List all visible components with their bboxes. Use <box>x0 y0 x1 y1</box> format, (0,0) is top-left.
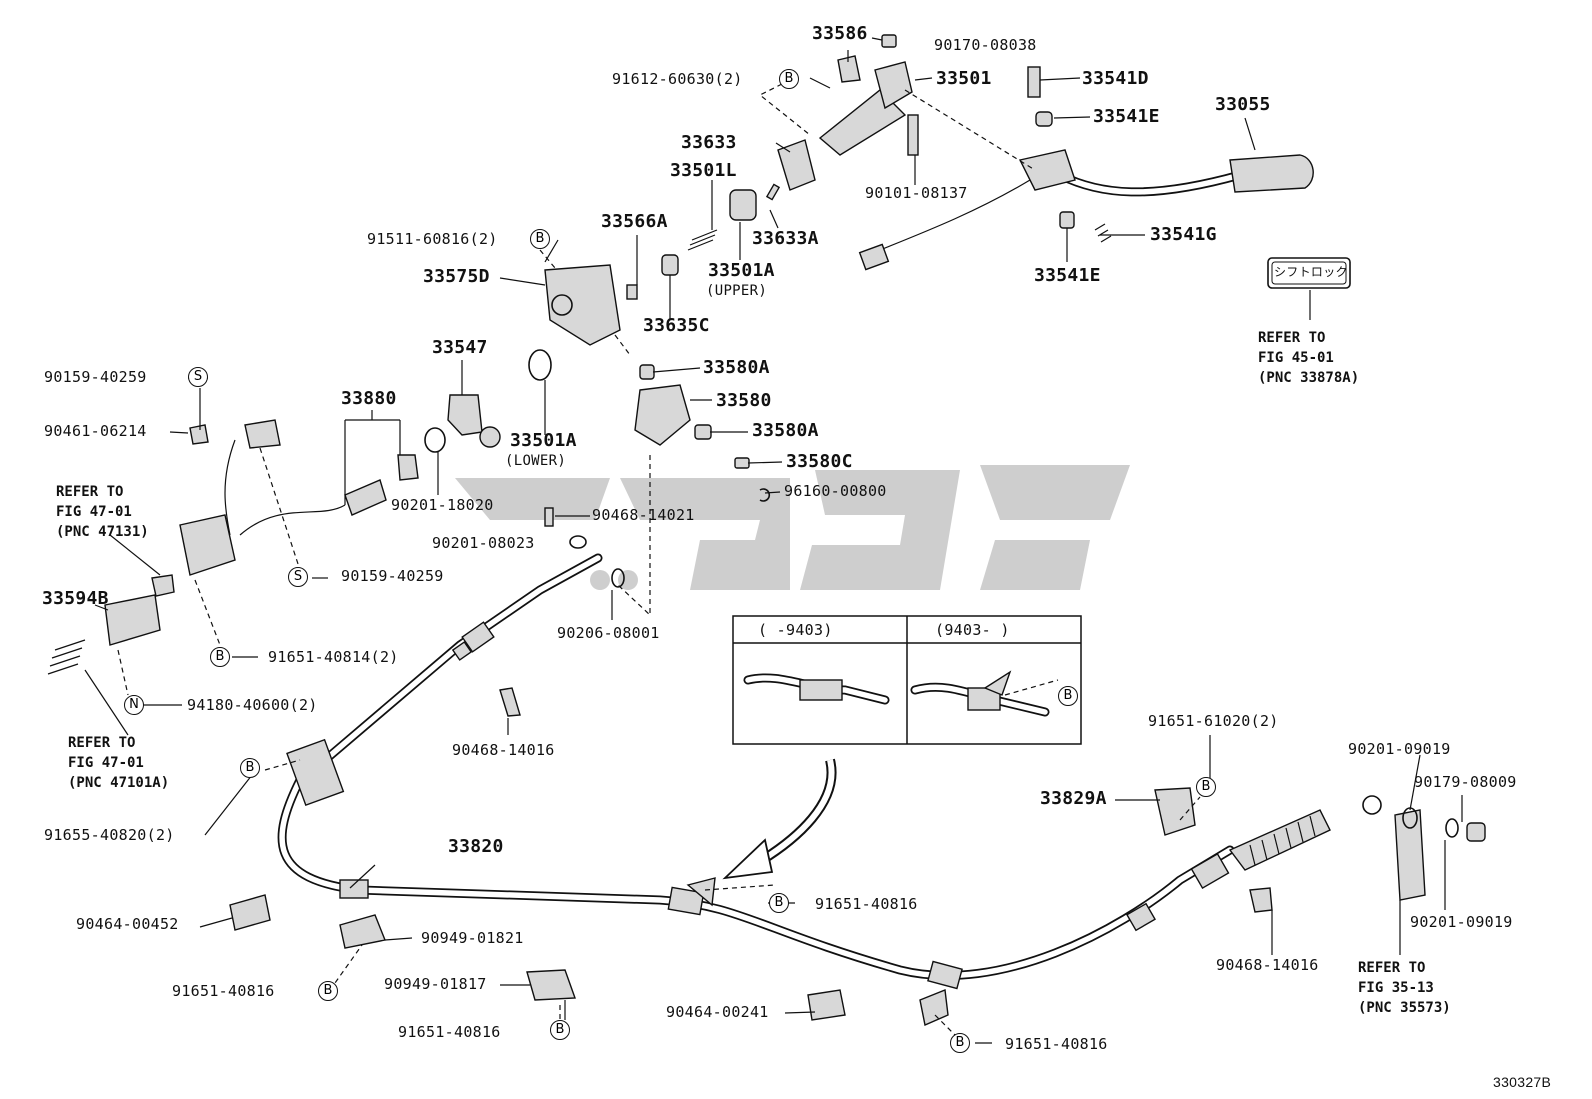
label-33541e-top: 33541E <box>1093 106 1160 127</box>
label-90461-06214: 90461-06214 <box>44 422 147 440</box>
label-33541e-bottom: 33541E <box>1034 265 1101 286</box>
label-91612-60630: 91612-60630(2) <box>612 70 743 88</box>
label-90201-18020: 90201-18020 <box>391 496 494 514</box>
label-90159-40259-bottom: 90159-40259 <box>341 567 444 585</box>
label-91655-40820: 91655-40820(2) <box>44 826 175 844</box>
leader-lines <box>84 37 1463 1044</box>
callout-n-marker: N <box>124 695 144 715</box>
label-91651-40816-left: 91651-40816 <box>172 982 275 1000</box>
harness-33880 <box>47 419 419 675</box>
label-90201-08023: 90201-08023 <box>432 534 535 552</box>
label-33580c: 33580C <box>786 451 853 472</box>
label-upper: (UPPER) <box>706 283 768 299</box>
note-refer-fig-47-01-pnc-47101a: REFER TO FIG 47-01 (PNC 47101A) <box>68 735 170 791</box>
label-33055: 33055 <box>1215 94 1271 115</box>
label-33829a: 33829A <box>1040 788 1107 809</box>
shift-lever-assembly <box>424 34 1314 469</box>
inset-box <box>722 615 1082 880</box>
callout-s-marker: S <box>288 567 308 587</box>
label-91511-60816: 91511-60816(2) <box>367 230 498 248</box>
label-33580a-top: 33580A <box>703 357 770 378</box>
label-33501a-upper: 33501A <box>708 260 775 281</box>
label-33820: 33820 <box>448 836 504 857</box>
inset-header-right: (9403- ) <box>935 621 1010 639</box>
cable-clips <box>229 488 1486 1026</box>
note-refer-fig-35-13: REFER TO FIG 35-13 (PNC 35573) <box>1358 960 1451 1016</box>
callout-b-marker: B <box>318 981 338 1001</box>
label-lower: (LOWER) <box>505 453 567 469</box>
label-90179-08009: 90179-08009 <box>1414 773 1517 791</box>
label-33547: 33547 <box>432 337 488 358</box>
label-94180-40600: 94180-40600(2) <box>187 696 318 714</box>
label-90159-40259-top: 90159-40259 <box>44 368 147 386</box>
label-33633a: 33633A <box>752 228 819 249</box>
label-91651-40816-lower: 91651-40816 <box>398 1023 501 1041</box>
label-91651-40816-bottom: 91651-40816 <box>1005 1035 1108 1053</box>
label-91651-40814: 91651-40814(2) <box>268 648 399 666</box>
callout-b-marker: B <box>1196 777 1216 797</box>
label-90468-14021: 90468-14021 <box>592 506 695 524</box>
inset-header-left: ( -9403) <box>758 621 833 639</box>
label-33633: 33633 <box>681 132 737 153</box>
callout-b-marker: B <box>550 1020 570 1040</box>
watermark-logo <box>455 465 1130 590</box>
label-33586: 33586 <box>812 23 868 44</box>
label-33501l: 33501L <box>670 160 737 181</box>
label-90101-08137: 90101-08137 <box>865 184 968 202</box>
label-90206-08001: 90206-08001 <box>557 624 660 642</box>
cable-33820 <box>277 553 1382 990</box>
label-33594b: 33594B <box>42 588 109 609</box>
label-33880: 33880 <box>341 388 397 409</box>
label-33635c: 33635C <box>643 315 710 336</box>
callout-b-marker: B <box>530 229 550 249</box>
callout-b-marker: B <box>210 647 230 667</box>
note-refer-fig-47-01-pnc-47131: REFER TO FIG 47-01 (PNC 47131) <box>56 484 149 540</box>
label-90464-00452: 90464-00452 <box>76 915 179 933</box>
label-90170-08038: 90170-08038 <box>934 36 1037 54</box>
label-90201-09019-bottom: 90201-09019 <box>1410 913 1513 931</box>
callout-b-marker: B <box>779 69 799 89</box>
label-33501a-lower: 33501A <box>510 430 577 451</box>
label-33580: 33580 <box>716 390 772 411</box>
callout-b-marker: B <box>950 1033 970 1053</box>
label-90468-14016-right: 90468-14016 <box>1216 956 1319 974</box>
label-33541d: 33541D <box>1082 68 1149 89</box>
label-91651-61020: 91651-61020(2) <box>1148 712 1279 730</box>
figure-id: 330327B <box>1493 1074 1552 1090</box>
shift-lock-tag <box>1267 257 1351 289</box>
callout-b-marker: B <box>240 758 260 778</box>
label-90949-01817: 90949-01817 <box>384 975 487 993</box>
callout-b-marker: B <box>769 893 789 913</box>
label-33501: 33501 <box>936 68 992 89</box>
label-33575d: 33575D <box>423 266 490 287</box>
label-33580a-mid: 33580A <box>752 420 819 441</box>
label-96160-00800: 96160-00800 <box>784 482 887 500</box>
label-90464-00241: 90464-00241 <box>666 1003 769 1021</box>
callout-s-marker: S <box>188 367 208 387</box>
label-90949-01821: 90949-01821 <box>421 929 524 947</box>
shift-lock-tag-text: シフトロック <box>1274 265 1348 279</box>
label-91651-40816-mid: 91651-40816 <box>815 895 918 913</box>
label-33541g: 33541G <box>1150 224 1217 245</box>
note-refer-fig-45-01: REFER TO FIG 45-01 (PNC 33878A) <box>1258 330 1360 386</box>
callout-b-marker: B <box>1058 686 1078 706</box>
label-90201-09019-top: 90201-09019 <box>1348 740 1451 758</box>
label-90468-14016-left: 90468-14016 <box>452 741 555 759</box>
label-33566a: 33566A <box>601 211 668 232</box>
